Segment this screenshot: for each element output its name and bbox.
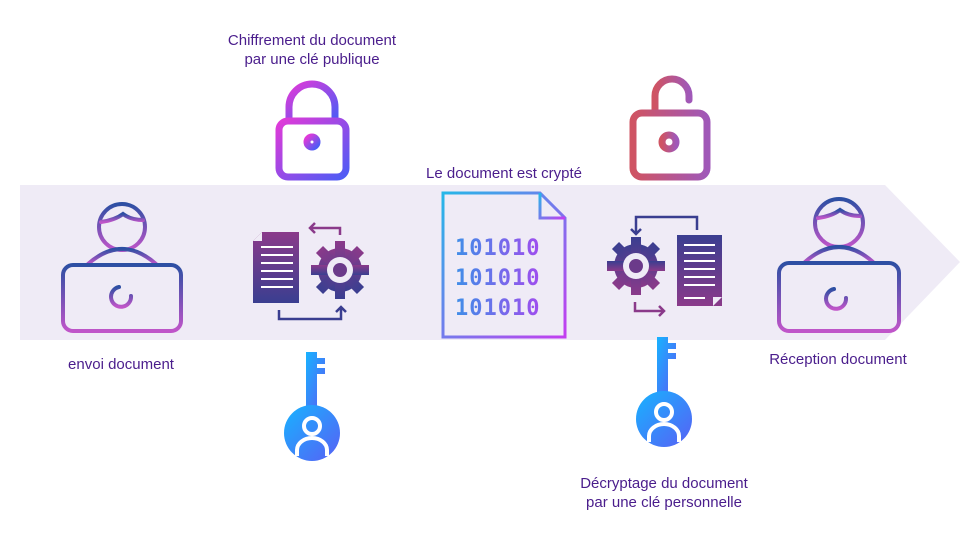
encrypted-document-icon — [441, 191, 567, 339]
binary-row: 101010 — [455, 296, 541, 321]
encryption-label: Chiffrement du document par une clé publ… — [228, 31, 396, 69]
receive-label: Réception document — [769, 351, 907, 368]
unlock-icon — [629, 75, 711, 181]
public-key-icon — [284, 352, 340, 461]
sender-person-laptop-icon — [61, 202, 183, 333]
decryption-label-line2: par une clé personnelle — [586, 494, 742, 511]
document-encrypt-process-icon — [253, 222, 369, 321]
private-key-icon — [636, 337, 692, 447]
encrypted-label: Le document est crypté — [426, 165, 582, 182]
lock-icon — [275, 80, 350, 181]
encryption-label-line2: par une clé publique — [244, 51, 380, 68]
binary-row: 101010 — [455, 266, 541, 291]
binary-content: 101010 101010 101010 — [455, 234, 555, 324]
encryption-label-line1: Chiffrement du document — [227, 32, 397, 49]
decryption-label: Décryptage du document par une clé perso… — [580, 474, 748, 512]
decryption-label-line1: Décryptage du document — [580, 475, 748, 492]
document-decrypt-process-icon — [607, 215, 722, 317]
receiver-person-laptop-icon — [777, 197, 901, 333]
send-label: envoi document — [68, 356, 174, 373]
binary-row: 101010 — [455, 236, 541, 261]
